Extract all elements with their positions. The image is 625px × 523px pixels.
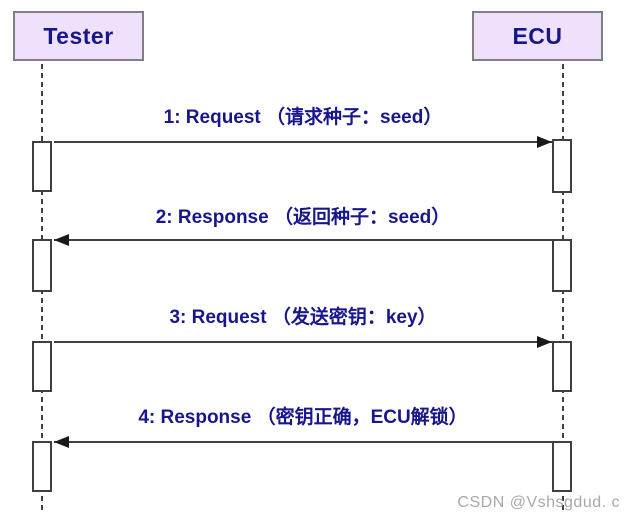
message-1-label: 1: Request （请求种子：seed） — [163, 107, 443, 128]
activation-bar-ecu-2 — [552, 239, 572, 292]
activation-bar-tester-2 — [32, 239, 52, 292]
message-4-line — [54, 441, 552, 443]
arrowhead-right-icon — [537, 336, 552, 348]
activation-bar-tester-3 — [32, 341, 52, 392]
activation-bar-ecu-1 — [552, 139, 572, 193]
arrowhead-left-icon — [54, 234, 69, 246]
message-3-label: 3: Request （发送密钥：key） — [169, 307, 437, 328]
arrowhead-left-icon — [54, 436, 69, 448]
message-2-label: 2: Response （返回种子：seed） — [155, 207, 451, 228]
activation-bar-ecu-4 — [552, 441, 572, 492]
message-3-line — [54, 341, 552, 343]
message-2-line — [54, 239, 552, 241]
activation-bar-ecu-3 — [552, 341, 572, 392]
message-1-line — [54, 141, 552, 143]
actor-label-tester: Tester — [43, 22, 114, 49]
actor-label-ecu: ECU — [512, 22, 563, 49]
watermark: CSDN @Vshsgdud. c — [457, 494, 620, 511]
activation-bar-tester-4 — [32, 441, 52, 492]
activation-bar-tester-1 — [32, 141, 52, 192]
arrowhead-right-icon — [537, 136, 552, 148]
actor-box-tester: Tester — [13, 11, 144, 61]
message-4-label: 4: Response （密钥正确，ECU解锁） — [138, 407, 468, 428]
actor-box-ecu: ECU — [472, 11, 603, 61]
